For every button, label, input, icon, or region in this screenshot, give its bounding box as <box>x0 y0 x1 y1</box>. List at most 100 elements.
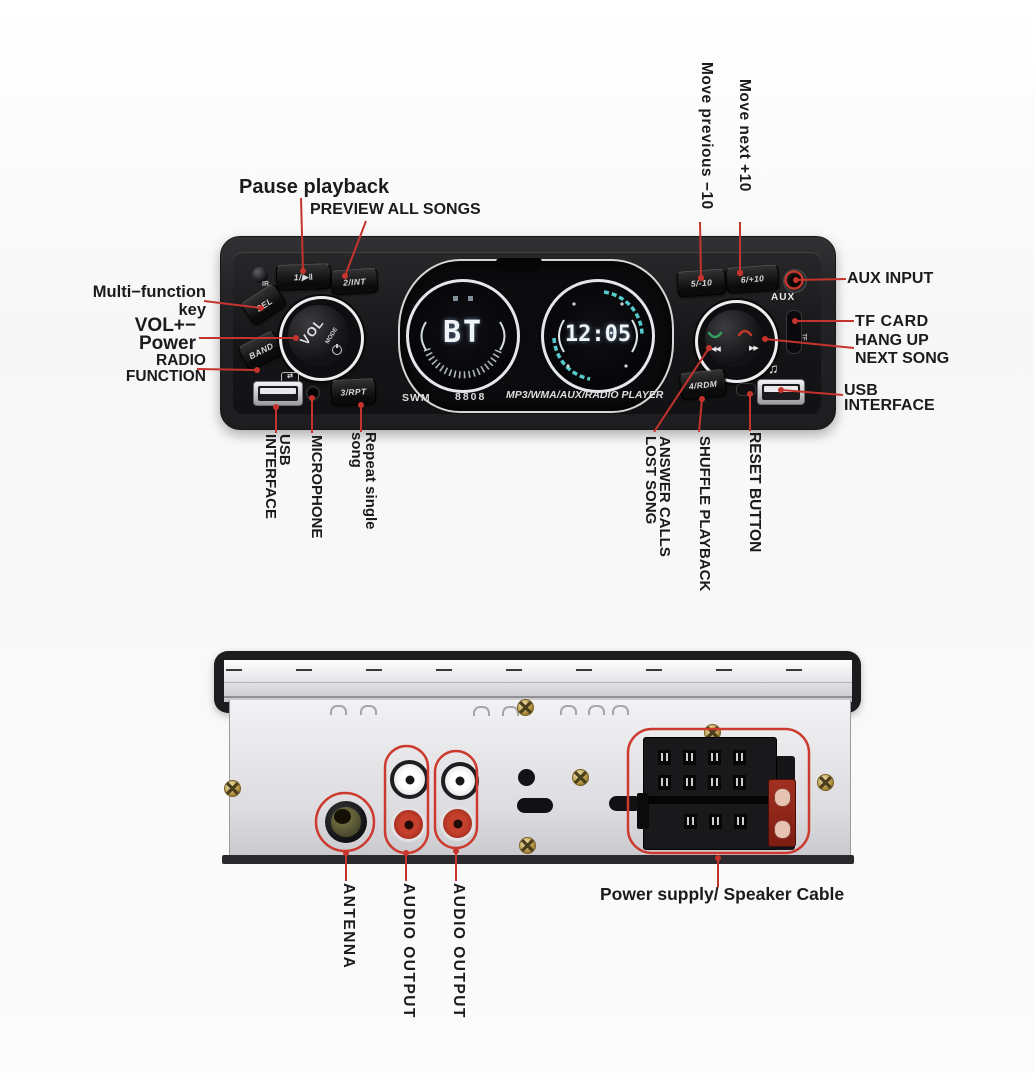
screw <box>517 699 534 716</box>
rca-hole <box>404 820 413 829</box>
iso-pin-pair <box>734 814 747 829</box>
button-2-int: 2/INT <box>330 267 379 296</box>
label-pause-playback: Pause playback <box>239 176 390 198</box>
vent-arc <box>473 706 490 716</box>
chassis-hole <box>518 769 535 786</box>
usb-port-left-tongue <box>260 388 296 394</box>
usb-port-left <box>253 381 303 406</box>
back-strip-line2 <box>224 696 852 698</box>
ir-sensor-icon: IR <box>262 281 269 288</box>
iso-pin-pair <box>683 750 696 765</box>
label-audio-output-left: AUDIO OUTPUT <box>400 883 417 1019</box>
power-icon-stem <box>336 344 338 348</box>
hang-up-icon <box>737 329 753 337</box>
screw <box>519 837 536 854</box>
rca-hole <box>455 776 465 786</box>
label-power-supply: Power supply/ Speaker Cable <box>600 884 845 904</box>
model-text: 8808 <box>455 391 487 403</box>
button-6-plus10: 6/+10 <box>725 264 780 294</box>
antenna-port-hole <box>334 809 351 824</box>
screw <box>224 780 241 797</box>
microphone-hole <box>306 386 320 400</box>
track-knob-face <box>705 310 762 367</box>
button-5-minus10: 5/-10 <box>676 268 727 298</box>
tf-card-slot <box>786 310 802 354</box>
label-move-next: Move next +10 <box>736 79 753 192</box>
iso-pin-pair <box>708 750 721 765</box>
label-aux-input: AUX INPUT <box>847 270 934 287</box>
vent-arc <box>360 705 377 715</box>
iso-pin-row <box>658 775 746 790</box>
label-shuffle-playback: SHUFFLE PLAYBACK <box>696 436 713 592</box>
label-audio-output-right: AUDIO OUTPUT <box>450 883 467 1019</box>
rca-jack-red <box>391 807 426 842</box>
screw <box>572 769 589 786</box>
power-screw-cap <box>252 267 268 283</box>
fuse <box>768 779 796 847</box>
vent-arc <box>560 705 577 715</box>
display-right-text: 12:05 <box>564 322 632 347</box>
vent-arc <box>612 705 629 715</box>
vent-arc <box>588 705 605 715</box>
label-move-previous: Move previous −10 <box>698 62 715 210</box>
chassis-slot <box>517 798 553 813</box>
usb-port-right-tongue <box>764 386 798 392</box>
display-panel-notch <box>496 258 542 271</box>
iso-pin-pair <box>658 775 671 790</box>
iso-groove <box>648 796 772 804</box>
brand-text: SWM <box>402 392 431 404</box>
next-track-icon: ▶▶ <box>749 345 759 352</box>
label-usb-interface-right: USB INTERFACE <box>844 382 935 415</box>
tf-card-slot-label: TF <box>800 333 807 341</box>
screw <box>817 774 834 791</box>
button-3-rpt: 3/RPT <box>330 377 377 407</box>
display-left: BT <box>406 279 520 393</box>
iso-pin-pair <box>658 750 671 765</box>
display-right-decoration <box>552 290 644 381</box>
display-right: 12:05 <box>541 279 655 393</box>
vent-arc <box>330 705 347 715</box>
previous-track-icon: ◀◀ <box>711 346 721 353</box>
answer-call-icon <box>707 331 723 339</box>
display-left-decoration <box>420 296 506 379</box>
rca-jack-red <box>440 806 475 841</box>
antenna-port <box>325 801 367 843</box>
fuse-cap <box>774 820 791 839</box>
iso-connector <box>637 737 777 850</box>
label-reset-button: RESET BUTTON <box>746 432 763 553</box>
music-note-icon: ♫ <box>768 360 779 376</box>
label-answer-calls-lost-song: ANSWER CALLS LOST SONG <box>641 436 673 557</box>
label-vol-power: VOL+− Power <box>134 315 196 355</box>
iso-pin-pair <box>709 814 722 829</box>
label-tf-card: TF CARD <box>855 313 929 330</box>
rca-hole <box>405 775 414 784</box>
display-left-text: BT <box>442 315 484 350</box>
label-multi-function-key: Multi−function key <box>92 283 206 320</box>
iso-pin-pair <box>708 775 721 790</box>
power-icon <box>332 344 342 355</box>
player-type-text: MP3/WMA/AUX/RADIO PLAYER <box>506 389 664 401</box>
button-4-rdm: 4/RDM <box>678 368 728 401</box>
label-radio-function: RADIO FUNCTION <box>125 352 206 385</box>
rca-hole <box>453 819 462 828</box>
volume-knob-face <box>288 305 349 366</box>
label-preview-all-songs: PREVIEW ALL SONGS <box>310 201 481 218</box>
label-hang-up-next-song: HANG UP NEXT SONG <box>855 332 950 367</box>
rca-jack-white <box>390 760 429 799</box>
label-usb-interface-left: USB INTERFACE <box>261 434 293 520</box>
fuse-cap <box>774 788 791 807</box>
reset-hole <box>736 383 756 396</box>
rca-jack-white <box>441 762 479 800</box>
usb-port-right <box>757 379 805 405</box>
iso-pin-pair <box>733 750 746 765</box>
label-microphone: MICROPHONE <box>308 435 325 539</box>
back-strip-detail <box>226 669 850 671</box>
iso-pin-row <box>658 750 746 765</box>
back-strip-line1 <box>224 682 852 683</box>
label-repeat-single-song: Repeat single song <box>347 432 379 530</box>
button-1-pause: 1/▶‖ <box>275 263 332 291</box>
aux-jack <box>783 269 807 293</box>
label-antenna: ANTENNA <box>340 883 357 970</box>
aux-jack-label: AUX <box>771 292 796 303</box>
